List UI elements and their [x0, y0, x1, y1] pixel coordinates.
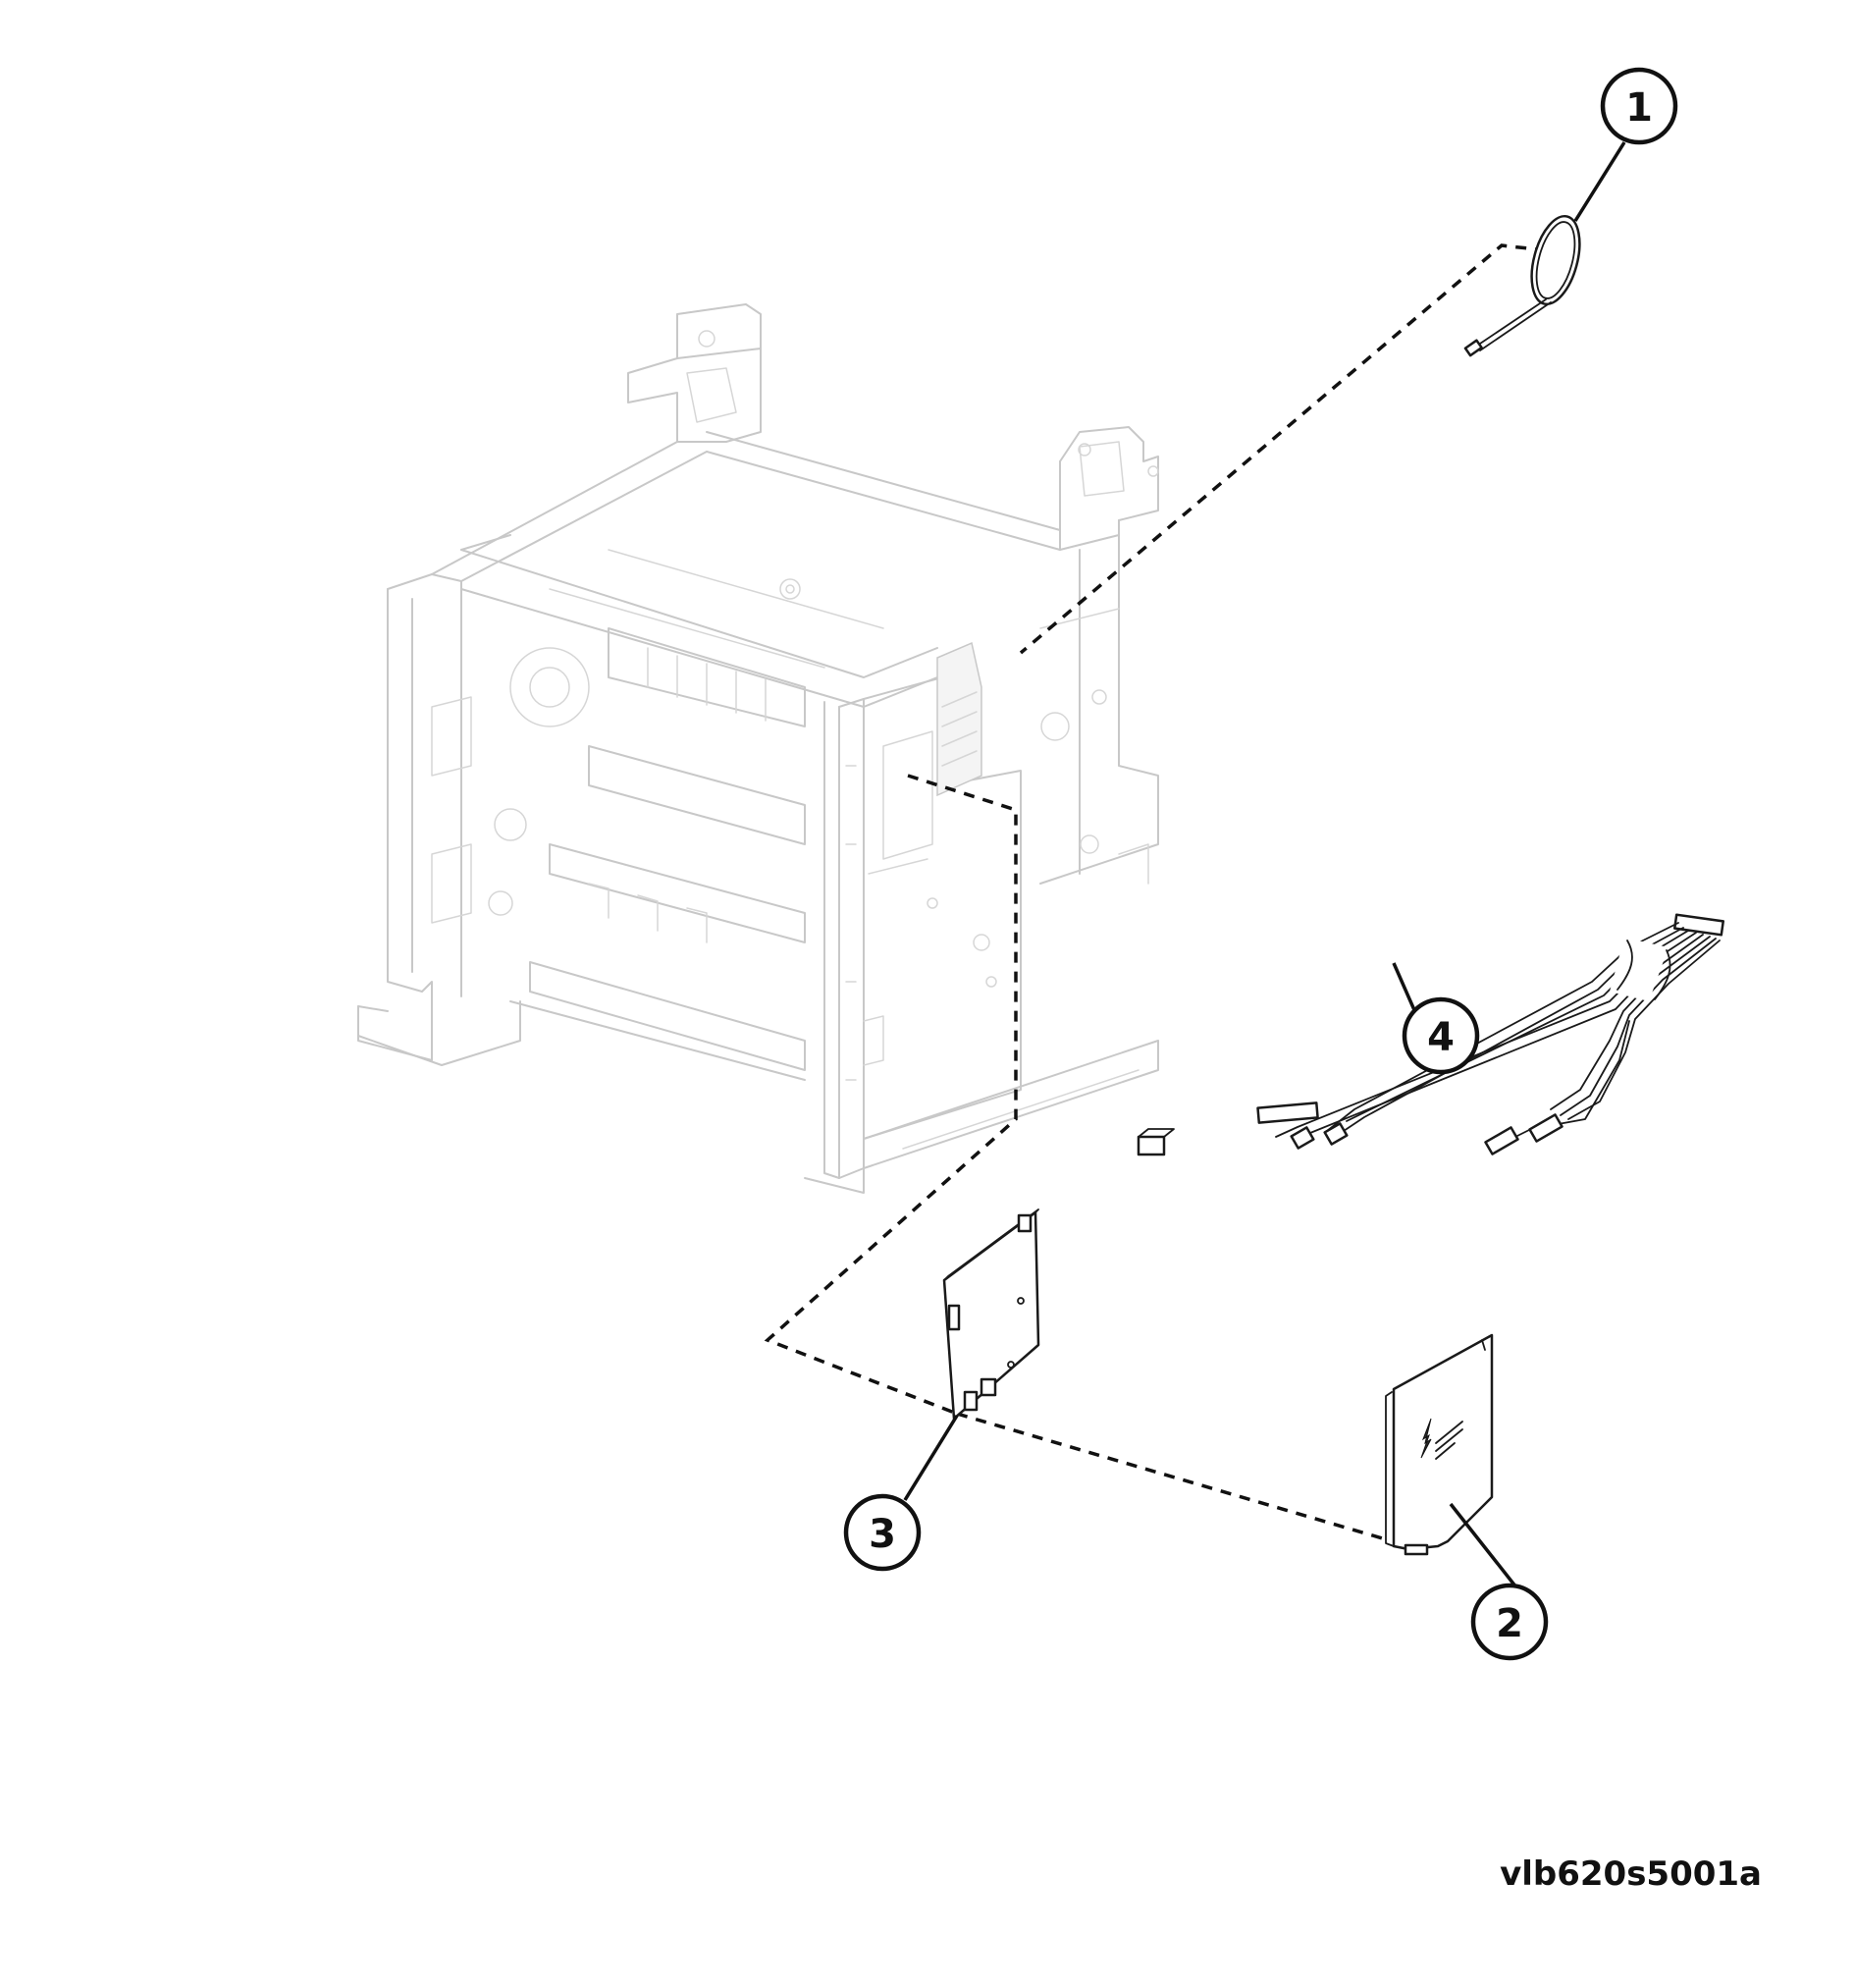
leader-line-2	[1449, 1502, 1518, 1589]
cover-plate-part	[1385, 1333, 1494, 1556]
callout-number-1: 1	[1625, 85, 1653, 131]
callout-number-4: 4	[1427, 1015, 1455, 1060]
figure-id-label: vlb620s5001a	[1500, 1854, 1762, 1894]
leader-line-3	[903, 1415, 959, 1501]
callout-circle-2	[1470, 1583, 1549, 1661]
callout-number-3: 3	[869, 1512, 896, 1557]
explode-line-part-2	[956, 1412, 1387, 1541]
explode-line-part-3	[764, 774, 1018, 1416]
callout-4: 4	[1392, 962, 1480, 1075]
callout-1: 1	[1573, 67, 1678, 222]
wire-harness-part	[1137, 913, 1724, 1156]
explode-line-part-1	[1019, 243, 1547, 655]
callout-circle-1	[1600, 67, 1678, 145]
callout-3: 3	[843, 1415, 959, 1572]
explode-lines	[764, 243, 1547, 1541]
callout-number-2: 2	[1496, 1601, 1523, 1646]
callout-2: 2	[1449, 1502, 1549, 1661]
circuit-board-part	[942, 1209, 1040, 1421]
printer-frame	[357, 303, 1159, 1194]
ring-sensor-part	[1463, 214, 1581, 357]
leader-line-1	[1573, 141, 1626, 222]
callout-circle-4	[1402, 996, 1480, 1075]
callout-circle-3	[843, 1493, 922, 1572]
